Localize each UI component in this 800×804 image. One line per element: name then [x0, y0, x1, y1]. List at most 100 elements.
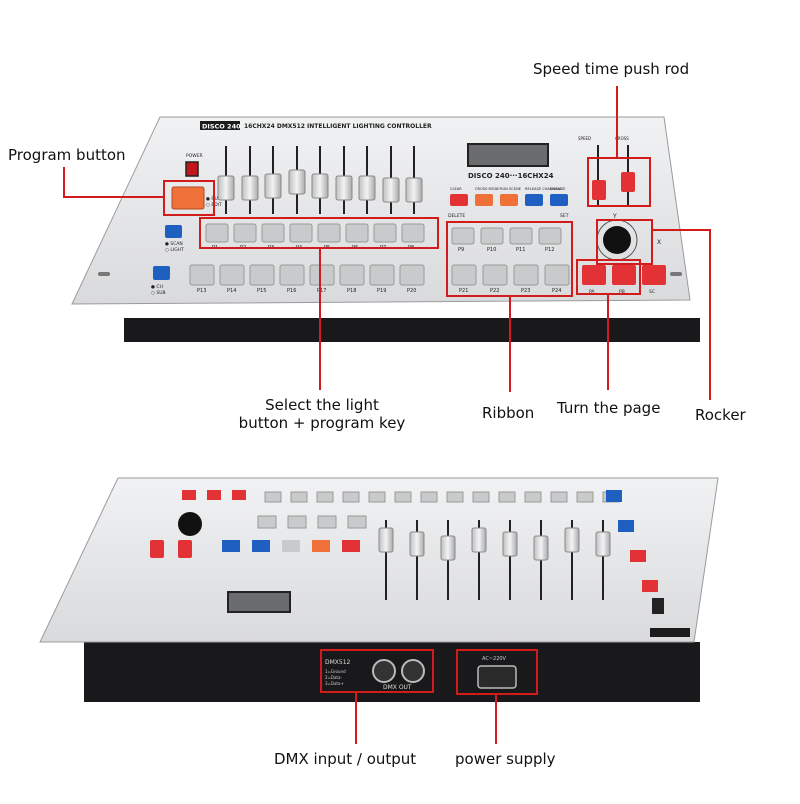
- program-button[interactable]: [171, 186, 205, 210]
- scan-label: ● SCAN: [165, 241, 183, 247]
- scene-key[interactable]: [317, 223, 341, 243]
- scene-key[interactable]: [205, 223, 229, 243]
- bottom-fader-knob[interactable]: [564, 527, 580, 553]
- fader-knob[interactable]: [241, 175, 259, 201]
- bottom-red-key[interactable]: [232, 490, 246, 500]
- fader-knob[interactable]: [217, 175, 235, 201]
- page-key-pa[interactable]: [582, 265, 606, 285]
- scene-key[interactable]: [219, 264, 245, 286]
- bottom-function-key[interactable]: [252, 540, 270, 552]
- scene-key[interactable]: [480, 227, 504, 245]
- bottom-fader-knob[interactable]: [533, 535, 549, 561]
- bottom-scene-key[interactable]: [264, 491, 282, 503]
- bottom-scene-key[interactable]: [368, 491, 386, 503]
- scene-key[interactable]: [233, 223, 257, 243]
- callout-power-supply: power supply: [455, 750, 556, 768]
- bottom-fader-knob[interactable]: [409, 531, 425, 557]
- fader-knob[interactable]: [382, 177, 400, 203]
- bottom-scene-key[interactable]: [472, 491, 490, 503]
- scene-key[interactable]: [513, 264, 539, 286]
- bottom-scene-key[interactable]: [287, 515, 307, 529]
- highlight-speed-rod: [587, 157, 651, 207]
- bottom-scene-key[interactable]: [342, 491, 360, 503]
- bottom-side-key[interactable]: [630, 550, 646, 562]
- dmx-in-connector[interactable]: [372, 659, 396, 683]
- bottom-side-key[interactable]: [642, 580, 658, 592]
- fader-knob[interactable]: [358, 175, 376, 201]
- scene-key[interactable]: [369, 264, 395, 286]
- scene-key[interactable]: [373, 223, 397, 243]
- bottom-function-key[interactable]: [282, 540, 300, 552]
- bottom-scene-key[interactable]: [524, 491, 542, 503]
- bottom-fader-knob[interactable]: [440, 535, 456, 561]
- function-key[interactable]: [475, 194, 493, 206]
- scene-key[interactable]: [401, 223, 425, 243]
- cross-rod-knob[interactable]: [621, 172, 635, 192]
- fader-knob[interactable]: [405, 177, 423, 203]
- fader-knob[interactable]: [288, 169, 306, 195]
- scene-key[interactable]: [189, 264, 215, 286]
- scene-key[interactable]: [289, 223, 313, 243]
- ch-sub-button[interactable]: [153, 266, 170, 280]
- scene-key[interactable]: [261, 223, 285, 243]
- scan-light-button[interactable]: [165, 225, 182, 238]
- scene-key[interactable]: [339, 264, 365, 286]
- scene-key[interactable]: [451, 264, 477, 286]
- scene-key-label: P15: [257, 288, 266, 294]
- function-key[interactable]: [525, 194, 543, 206]
- bottom-fader-knob[interactable]: [595, 531, 611, 557]
- bottom-scene-key[interactable]: [498, 491, 516, 503]
- scene-key[interactable]: [279, 264, 305, 286]
- bottom-fader-knob[interactable]: [471, 527, 487, 553]
- bottom-scene-key[interactable]: [394, 491, 412, 503]
- bottom-scene-key[interactable]: [347, 515, 367, 529]
- scene-key[interactable]: [345, 223, 369, 243]
- scene-key[interactable]: [309, 264, 335, 286]
- scene-key[interactable]: [509, 227, 533, 245]
- bottom-side-key[interactable]: [618, 520, 634, 532]
- scene-key[interactable]: [538, 227, 562, 245]
- page-key-pb[interactable]: [612, 265, 636, 285]
- power-inlet[interactable]: [477, 665, 517, 689]
- scene-key-label: P13: [197, 288, 206, 294]
- bottom-fader-knob[interactable]: [378, 527, 394, 553]
- rocker-joystick[interactable]: [603, 226, 631, 254]
- bottom-function-key[interactable]: [312, 540, 330, 552]
- bottom-power-switch[interactable]: [652, 598, 664, 614]
- bottom-scene-key[interactable]: [446, 491, 464, 503]
- scene-key-label: P18: [347, 288, 356, 294]
- function-key[interactable]: [500, 194, 518, 206]
- page-key-sc[interactable]: [642, 265, 666, 285]
- bottom-scene-key[interactable]: [317, 515, 337, 529]
- bottom-red-key[interactable]: [207, 490, 221, 500]
- scene-key[interactable]: [482, 264, 508, 286]
- fader-knob[interactable]: [311, 173, 329, 199]
- bottom-speed-knob[interactable]: [150, 540, 164, 558]
- fader-knob[interactable]: [264, 173, 282, 199]
- scene-key[interactable]: [399, 264, 425, 286]
- bottom-scene-key[interactable]: [316, 491, 334, 503]
- bottom-scene-key[interactable]: [290, 491, 308, 503]
- axis-x-label: X: [657, 239, 661, 246]
- scene-key[interactable]: [544, 264, 570, 286]
- bottom-side-key[interactable]: [606, 490, 622, 502]
- bottom-red-key[interactable]: [182, 490, 196, 500]
- bottom-scene-key[interactable]: [576, 491, 594, 503]
- bottom-scene-key[interactable]: [550, 491, 568, 503]
- function-key[interactable]: [450, 194, 468, 206]
- power-switch[interactable]: [185, 161, 199, 177]
- function-key[interactable]: [550, 194, 568, 206]
- dmx-out-connector[interactable]: [401, 659, 425, 683]
- bottom-scene-key[interactable]: [420, 491, 438, 503]
- speed-rod-knob[interactable]: [592, 180, 606, 200]
- bottom-function-key[interactable]: [342, 540, 360, 552]
- bottom-joystick[interactable]: [178, 512, 202, 536]
- bottom-scene-key[interactable]: [257, 515, 277, 529]
- bottom-function-key[interactable]: [222, 540, 240, 552]
- bottom-cross-knob[interactable]: [178, 540, 192, 558]
- bottom-fader-knob[interactable]: [502, 531, 518, 557]
- fader-knob[interactable]: [335, 175, 353, 201]
- scene-key[interactable]: [451, 227, 475, 245]
- line-program: [63, 167, 164, 198]
- scene-key[interactable]: [249, 264, 275, 286]
